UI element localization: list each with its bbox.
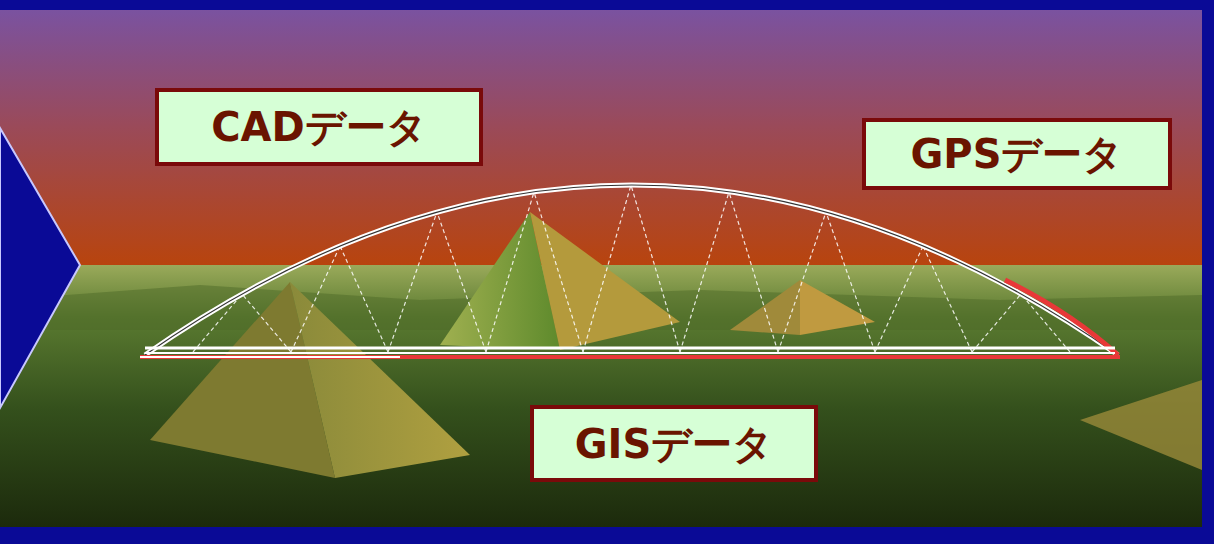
box-label: GPSデータ [911, 132, 1124, 176]
pyramid [730, 280, 800, 335]
frame [0, 527, 1214, 544]
frame [0, 0, 1214, 10]
pyramid [800, 280, 875, 335]
label-box: CADデータ [155, 88, 483, 166]
label-box: GPSデータ [862, 118, 1172, 190]
arch-bridge [140, 185, 1120, 357]
box-label: CADデータ [211, 105, 427, 149]
box-label: GISデータ [575, 422, 774, 466]
chevron-arrow [0, 128, 80, 408]
hill-right [1080, 380, 1202, 470]
pyramid [530, 212, 680, 350]
sky [0, 10, 1202, 265]
frame [1202, 0, 1214, 544]
pyramid [290, 282, 470, 478]
label-box: GISデータ [530, 405, 818, 482]
